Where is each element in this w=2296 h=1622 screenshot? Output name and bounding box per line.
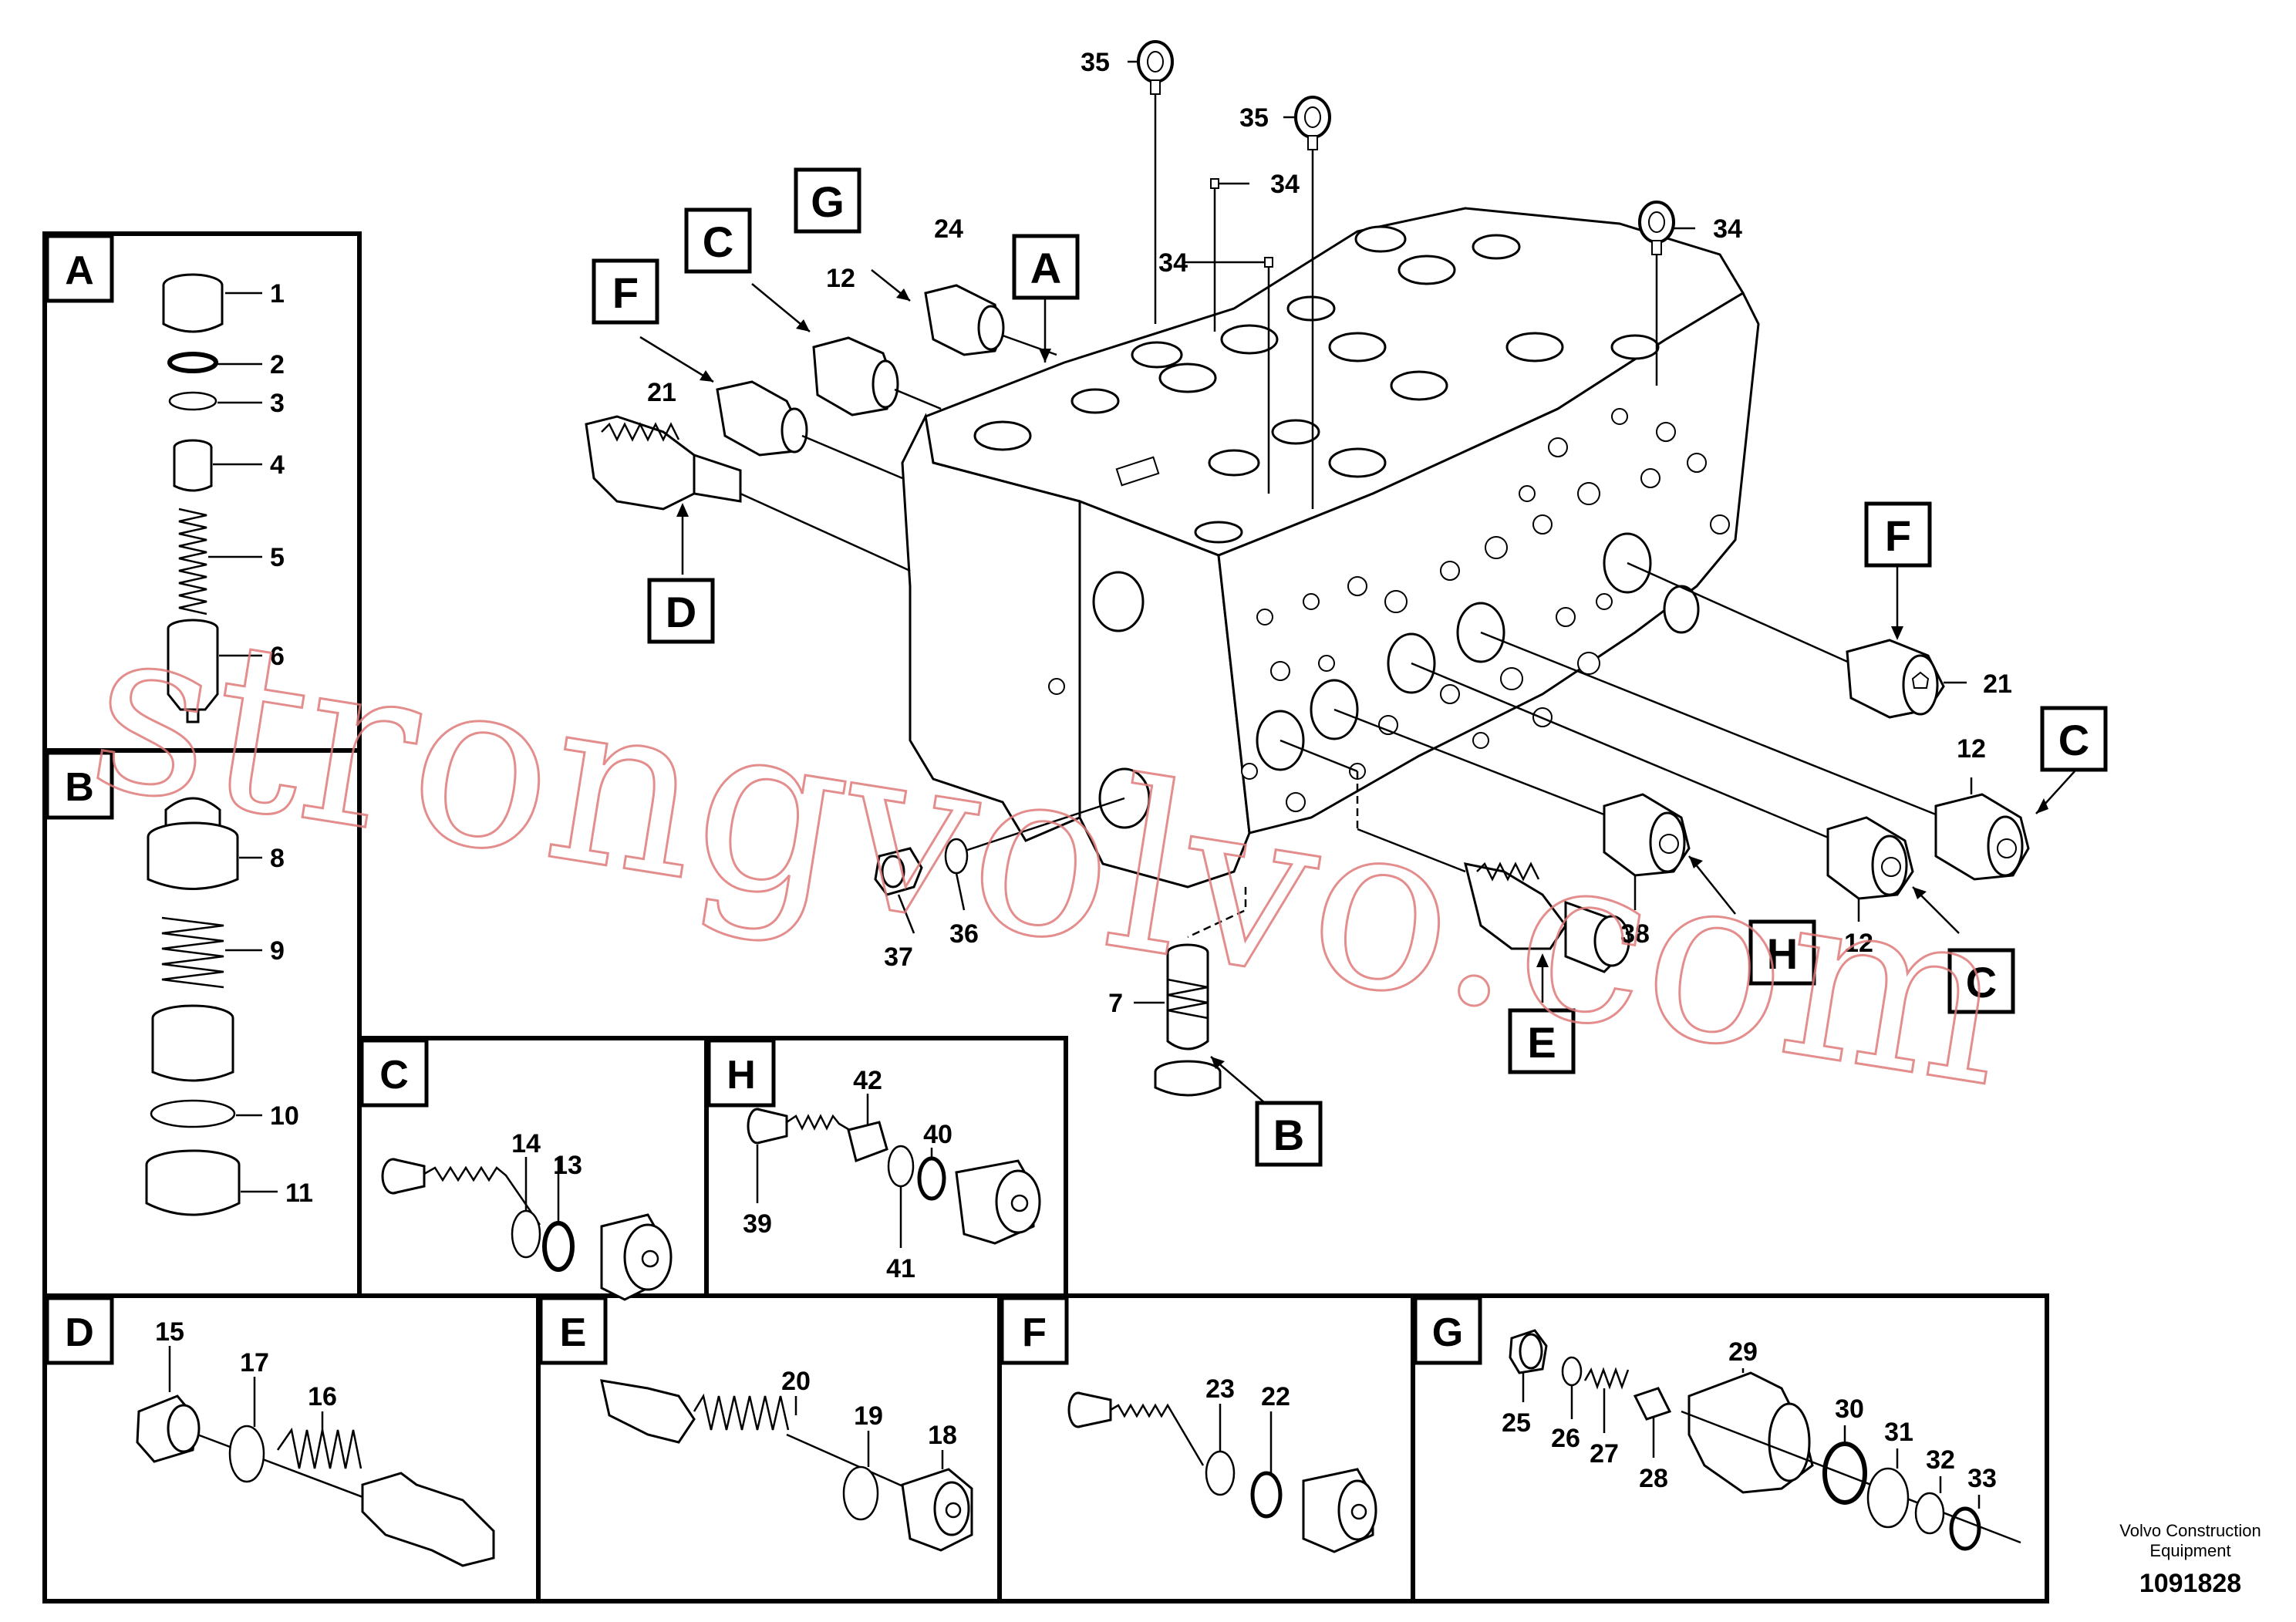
main-part-labels: 35 35 34 34 34 24 12 21 21 12 38 12 37 3… [647, 48, 2012, 1018]
callout-c-top: C [703, 218, 733, 266]
part-label: 35 [1081, 48, 1110, 77]
panel-d-parts [136, 1346, 495, 1567]
part-label: 18 [928, 1421, 957, 1450]
drawing-number: 1091828 [2139, 1569, 2241, 1598]
valve-block [901, 207, 1760, 889]
part-label: 20 [781, 1367, 811, 1396]
panel-g-parts [1509, 1329, 2021, 1551]
part-label: 34 [1158, 248, 1188, 278]
panel-a-letter: A [65, 248, 94, 293]
part-label: 23 [1205, 1374, 1235, 1404]
panel-d-labels: 15 17 16 [155, 1317, 337, 1411]
part-label: 37 [884, 943, 913, 972]
eye-bolts [1128, 40, 1695, 509]
part-label: 12 [826, 264, 855, 293]
callout-h: H [1767, 929, 1798, 978]
part-label: 19 [854, 1401, 883, 1431]
part-label: 16 [308, 1382, 337, 1411]
part-label: 7 [1108, 989, 1123, 1018]
part-label: 35 [1239, 103, 1269, 133]
panel-e-letter: E [560, 1310, 587, 1355]
callout-f-right: F [1885, 511, 1911, 560]
panel-c-parts [381, 1157, 673, 1301]
part-label: 34 [1713, 214, 1742, 244]
part-label: 39 [743, 1209, 772, 1239]
footer-line1: Volvo Construction [2119, 1521, 2261, 1540]
callout-d: D [666, 588, 696, 636]
part-label: 4 [270, 450, 285, 480]
part-label: 9 [270, 936, 285, 966]
part-label: 3 [270, 389, 285, 418]
panel-c-labels: 14 13 [511, 1129, 582, 1180]
part-label: 24 [934, 214, 963, 244]
panel-f-labels: 23 22 [1205, 1374, 1290, 1411]
part-label: 1 [270, 279, 285, 309]
panel-letter-tags: A B C H D E F G [45, 234, 1482, 1365]
part-label: 30 [1835, 1394, 1864, 1424]
part-label: 42 [853, 1066, 882, 1095]
panel-d-letter: D [65, 1310, 94, 1355]
part-label: 33 [1967, 1464, 1997, 1493]
part-label: 29 [1728, 1337, 1758, 1367]
left-cartridges [585, 269, 1057, 575]
part-label: 34 [1270, 170, 1300, 199]
part-label: 32 [1926, 1445, 1955, 1475]
part-label: 6 [270, 642, 285, 671]
callout-c-right-2: C [1966, 958, 1997, 1007]
callout-b: B [1273, 1111, 1304, 1159]
part-label: 12 [1844, 929, 1873, 958]
bottom-parts [874, 797, 1266, 1104]
part-label: 26 [1551, 1424, 1580, 1453]
panel-g-labels: 29 30 31 32 33 25 26 27 28 [1502, 1337, 1997, 1493]
panel-b-parts [145, 797, 278, 1216]
part-label: 25 [1502, 1408, 1531, 1438]
part-label: 14 [511, 1129, 541, 1158]
callout-a: A [1030, 244, 1061, 292]
panel-a-parts [162, 273, 262, 723]
main-callouts: G C A F D F C H C E B [592, 167, 2108, 1167]
footer-line2: Equipment [2149, 1541, 2230, 1560]
panel-a-labels: 1 2 3 4 5 6 [270, 279, 285, 671]
part-label: 27 [1590, 1439, 1619, 1469]
part-label: 40 [923, 1120, 952, 1149]
callout-g: G [811, 177, 845, 226]
callout-e: E [1527, 1018, 1556, 1067]
panel-b-labels: 8 9 10 11 [270, 844, 313, 1208]
part-label: 2 [270, 350, 285, 379]
part-label: 21 [647, 378, 676, 407]
part-label: 41 [886, 1254, 915, 1283]
callout-c-right-1: C [2058, 716, 2089, 764]
footer: Volvo Construction Equipment 1091828 [2119, 1521, 2261, 1598]
part-label: 22 [1261, 1382, 1290, 1411]
part-label: 17 [240, 1348, 269, 1378]
panel-g-letter: G [1432, 1310, 1463, 1355]
panel-h-labels: 42 40 39 41 [743, 1066, 952, 1283]
part-label: 28 [1639, 1464, 1668, 1493]
part-label: 36 [949, 919, 979, 949]
panel-frames [42, 231, 2049, 1603]
part-label: 8 [270, 844, 285, 873]
panel-f-letter: F [1022, 1310, 1047, 1355]
part-label: 38 [1620, 919, 1650, 949]
part-label: 10 [270, 1101, 299, 1131]
panel-e-labels: 20 19 18 [781, 1367, 957, 1450]
right-cartridges [1279, 561, 2075, 1003]
panel-h-parts [747, 1094, 1041, 1248]
panel-h-letter: H [727, 1053, 756, 1098]
panel-f-parts [1067, 1391, 1377, 1553]
part-label: 5 [270, 543, 285, 572]
panel-e-parts [600, 1379, 973, 1552]
panel-c-letter: C [379, 1053, 409, 1098]
callout-f-left: F [612, 268, 639, 317]
part-label: 21 [1983, 669, 2012, 699]
part-label: 11 [285, 1179, 313, 1208]
part-label: 13 [553, 1151, 582, 1180]
part-label: 15 [155, 1317, 184, 1347]
panel-b-letter: B [65, 765, 94, 810]
part-label: 31 [1884, 1418, 1913, 1447]
part-label: 12 [1957, 734, 1986, 764]
